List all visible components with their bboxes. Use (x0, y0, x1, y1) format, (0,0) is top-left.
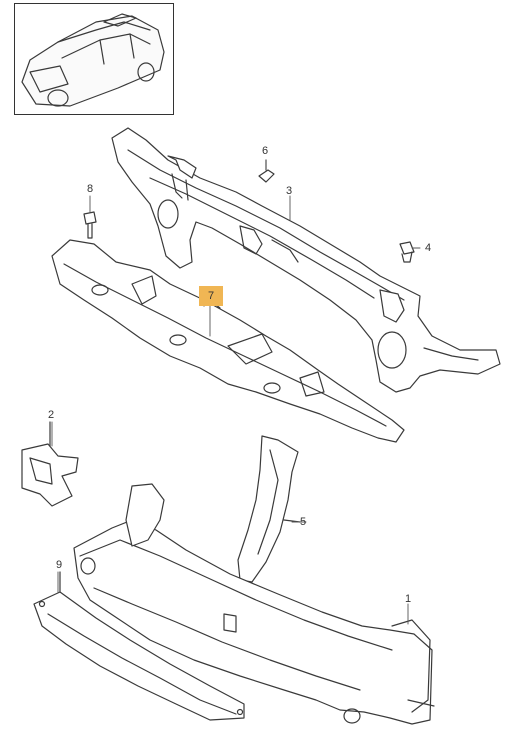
vehicle-thumbnail (21, 13, 165, 107)
vehicle-thumbnail-frame (14, 3, 174, 115)
part-9-lower-plate (33, 571, 245, 721)
part-2-bracket (21, 421, 79, 507)
callout-3: 3 (286, 185, 293, 197)
callout-7-highlighted[interactable]: 7 (199, 286, 223, 306)
part-4-clip (399, 241, 415, 263)
part-1-cross-member (73, 483, 435, 725)
part-6-bolt (258, 159, 275, 183)
callout-4: 4 (425, 242, 432, 254)
callout-1: 1 (405, 593, 412, 605)
callout-9: 9 (56, 559, 63, 571)
leader-lines (51, 159, 421, 625)
callout-2: 2 (48, 409, 55, 421)
part-5-strut (237, 435, 301, 583)
callout-8: 8 (87, 183, 94, 195)
part-8-screw (83, 211, 97, 239)
part-3-lock-carrier (111, 127, 501, 393)
callout-5: 5 (300, 516, 307, 528)
callout-6: 6 (262, 145, 269, 157)
